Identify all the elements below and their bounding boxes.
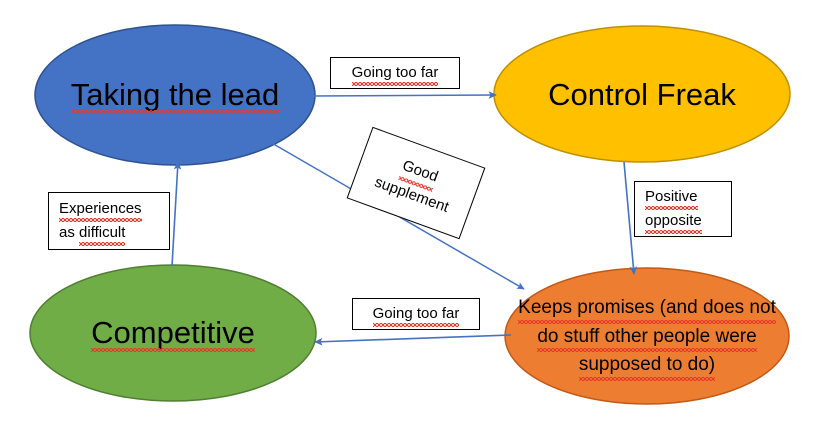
edge-label-positive-opposite[interactable]: Positive opposite [634,181,732,237]
node-shape-competitive[interactable] [29,264,317,402]
arrow-control-to-keeps-promises[interactable] [623,161,638,275]
edge-label-going-too-far-bottom[interactable]: Going too far [352,298,480,330]
edge-label-experiences-as-difficult[interactable]: Experiences as difficult [48,192,170,250]
edge-label-going-too-far-top-line-1: Going too far [351,61,438,87]
arrow-competitive-to-lead[interactable] [171,161,182,267]
edge-label-experiences-as-difficult-line-1: Experiences [59,197,142,223]
edge-label-going-too-far-top[interactable]: Going too far [330,57,460,89]
edge-label-positive-opposite-line-1: Positive [645,185,698,211]
arrow-keeps-promises-to-competitive[interactable] [314,334,512,346]
edge-label-experiences-as-difficult-line-2: as difficult [59,221,126,247]
edge-label-going-too-far-bottom-line-1: Going too far [372,302,459,328]
edge-label-experiences-as-difficult-word-difficult: difficult [79,221,126,247]
arrow-lead-to-control[interactable] [312,91,497,99]
edge-label-positive-opposite-line-2: opposite [645,209,702,235]
